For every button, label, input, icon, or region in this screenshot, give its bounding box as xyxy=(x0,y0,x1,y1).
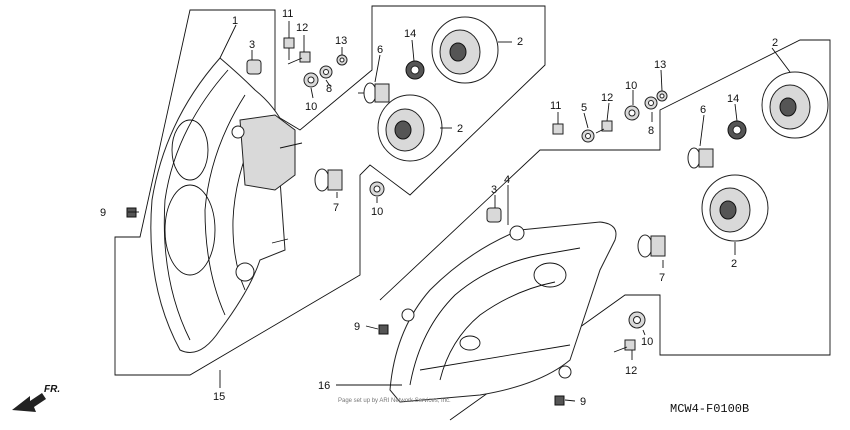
callout-8: 8 xyxy=(648,125,654,137)
callout-3: 3 xyxy=(491,184,497,196)
right-cushion-8 xyxy=(644,96,658,110)
callout-10: 10 xyxy=(641,336,653,348)
callout-2: 2 xyxy=(517,36,523,48)
left-bulb-6 xyxy=(358,82,390,104)
right-position-bulb-7 xyxy=(637,234,666,258)
right-headlight-housing xyxy=(389,221,617,403)
right-clip-9-lower xyxy=(554,395,565,406)
callout-6: 6 xyxy=(377,44,383,56)
diagram-code: MCW4-F0100B xyxy=(670,402,749,416)
right-nut-13 xyxy=(656,90,668,102)
callout-11: 11 xyxy=(550,100,561,112)
right-collar-3 xyxy=(486,207,502,223)
callout-11: 11 xyxy=(282,8,293,20)
callout-16: 16 xyxy=(318,380,330,392)
left-clip-9 xyxy=(126,207,137,218)
right-screw-11 xyxy=(552,123,564,135)
left-socket-14 xyxy=(405,60,425,80)
left-collar-3 xyxy=(246,59,262,75)
right-adjuster-screw-12 xyxy=(595,120,613,134)
right-clip-9-upper xyxy=(378,324,389,335)
callout-14: 14 xyxy=(727,93,739,105)
callout-12: 12 xyxy=(601,92,613,104)
left-nut-13 xyxy=(336,54,348,66)
callout-labels: 1 2 2 2 2 3 3 4 5 6 6 7 7 8 8 9 9 9 10 1… xyxy=(100,8,778,408)
callout-7: 7 xyxy=(333,202,339,214)
callout-10: 10 xyxy=(305,101,317,113)
callout-12: 12 xyxy=(625,365,637,377)
bulb-cover-top-right xyxy=(761,71,829,139)
callout-10: 10 xyxy=(371,206,383,218)
right-bulb-6 xyxy=(687,147,714,169)
front-label: FR. xyxy=(44,384,60,395)
callout-3: 3 xyxy=(249,39,255,51)
right-grommet-10-lower xyxy=(628,311,646,329)
callout-4: 4 xyxy=(504,174,510,186)
callout-12: 12 xyxy=(296,22,308,34)
callout-14: 14 xyxy=(404,28,416,40)
front-arrow-icon xyxy=(12,393,46,412)
callout-9: 9 xyxy=(580,396,586,408)
callout-7: 7 xyxy=(659,272,665,284)
callout-5: 5 xyxy=(581,102,587,114)
callout-2: 2 xyxy=(772,37,778,49)
callout-2: 2 xyxy=(457,123,463,135)
callout-6: 6 xyxy=(700,104,706,116)
left-screw-11 xyxy=(283,37,295,49)
left-cushion-8 xyxy=(319,65,333,79)
left-position-bulb-7 xyxy=(314,168,343,192)
right-screw-12-lower xyxy=(613,339,636,353)
right-cushion-5 xyxy=(581,129,595,143)
bulb-cover-top-left xyxy=(431,16,499,84)
right-socket-14 xyxy=(727,120,747,140)
left-grommet-10-lower xyxy=(369,181,385,197)
callout-10: 10 xyxy=(625,80,637,92)
left-assembly-outline xyxy=(114,5,546,376)
right-assembly-outline xyxy=(379,39,831,421)
callout-9: 9 xyxy=(100,207,106,219)
watermark-text: Page set up by ARI Network Services, Inc… xyxy=(338,398,451,404)
left-grommet-10-upper xyxy=(303,72,319,88)
callout-9: 9 xyxy=(354,321,360,333)
left-headlight-housing xyxy=(150,57,303,353)
callout-1: 1 xyxy=(232,15,238,27)
callout-8: 8 xyxy=(326,83,332,95)
bulb-cover-mid-left xyxy=(377,94,443,162)
callout-2: 2 xyxy=(731,258,737,270)
callout-15: 15 xyxy=(213,391,225,403)
right-grommet-10-upper xyxy=(624,105,640,121)
front-direction-indicator: FR. xyxy=(12,384,60,412)
bulb-cover-bottom-right xyxy=(701,174,769,242)
callout-13: 13 xyxy=(335,35,347,47)
left-adjuster-screw-12 xyxy=(287,51,311,65)
callout-13: 13 xyxy=(654,59,666,71)
leader-lines xyxy=(128,21,791,402)
